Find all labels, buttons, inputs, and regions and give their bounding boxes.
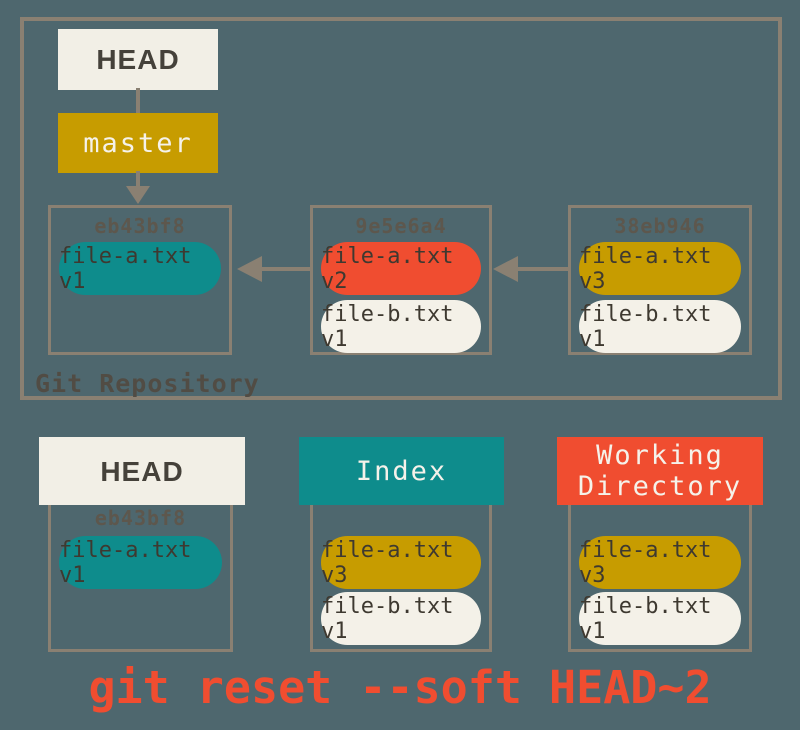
left-arrowhead-icon	[493, 256, 518, 282]
head-area-header: HEAD	[39, 437, 245, 505]
commit-box-9e5e6a4: 9e5e6a4 file-a.txt v2 file-b.txt v1	[310, 205, 492, 355]
head-ref-label: HEAD	[96, 43, 180, 75]
head-area-title: HEAD	[100, 455, 184, 487]
file-pill: file-a.txt v1	[59, 536, 222, 589]
file-pill: file-b.txt v1	[321, 300, 481, 353]
file-pill: file-a.txt v3	[579, 536, 741, 589]
file-pill: file-a.txt v1	[59, 242, 221, 295]
parent-arrow-shaft	[516, 267, 568, 271]
master-to-commit-connector	[136, 171, 140, 188]
commit-box-38eb946: 38eb946 file-a.txt v3 file-b.txt v1	[568, 205, 752, 355]
head-area-container: eb43bf8 file-a.txt v1	[48, 470, 233, 652]
index-area-title: Index	[355, 455, 448, 487]
git-repository-frame	[20, 17, 782, 400]
head-area-hash: eb43bf8	[94, 506, 187, 530]
commit-box-eb43bf8: eb43bf8 file-a.txt v1	[48, 205, 232, 355]
index-area-container: file-a.txt v3 file-b.txt v1	[310, 470, 492, 652]
master-branch-label: master	[83, 127, 193, 159]
parent-arrow-shaft	[260, 267, 310, 271]
master-branch-box: master	[58, 113, 218, 173]
file-pill: file-b.txt v1	[579, 300, 741, 353]
working-directory-header: Working Directory	[557, 437, 763, 505]
commit-hash: eb43bf8	[94, 214, 186, 238]
index-area-header: Index	[299, 437, 504, 505]
head-to-master-connector	[136, 88, 140, 115]
down-arrowhead-icon	[126, 186, 150, 204]
file-pill: file-b.txt v1	[579, 592, 741, 645]
working-directory-container: file-a.txt v3 file-b.txt v1	[568, 470, 752, 652]
left-arrowhead-icon	[237, 256, 262, 282]
command-caption: git reset --soft HEAD~2	[88, 661, 712, 714]
git-repository-label: Git Repository	[35, 369, 260, 398]
file-pill: file-a.txt v3	[321, 536, 481, 589]
file-pill: file-b.txt v1	[321, 592, 481, 645]
head-ref-box: HEAD	[58, 29, 218, 90]
commit-hash: 9e5e6a4	[355, 214, 447, 238]
file-pill: file-a.txt v2	[321, 242, 481, 295]
file-pill: file-a.txt v3	[579, 242, 741, 295]
commit-hash: 38eb946	[614, 214, 706, 238]
working-directory-title: Working Directory	[577, 440, 743, 502]
